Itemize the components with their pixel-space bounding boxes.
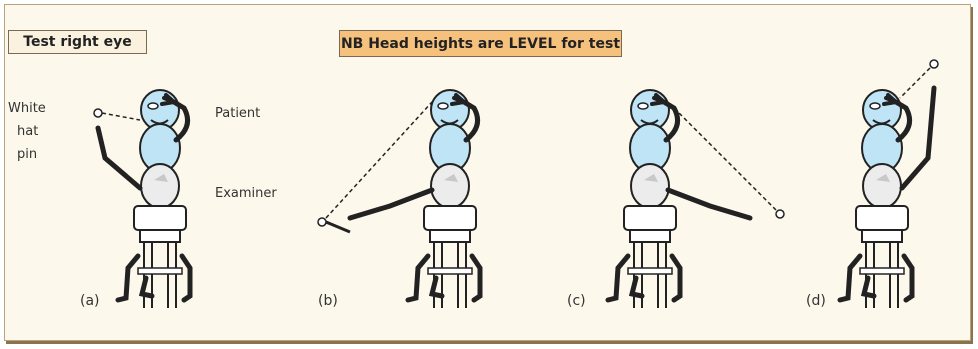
arm-b — [326, 222, 350, 232]
panel-a-figure — [98, 90, 190, 308]
panel-c-figure — [608, 90, 750, 308]
panel-label-b: (b) — [318, 293, 338, 309]
panel-label-a: (a) — [80, 293, 100, 309]
panel-label-d: (d) — [806, 293, 826, 309]
sightline-b — [326, 102, 432, 218]
sightline-a — [102, 113, 140, 120]
pin-d — [930, 60, 938, 68]
pin-a — [94, 109, 102, 117]
panel-b-figure — [350, 90, 480, 308]
sightline-c — [672, 106, 776, 210]
panel-d-figure — [840, 88, 934, 308]
pin-b — [318, 218, 326, 226]
pin-c — [776, 210, 784, 218]
panel-label-c: (c) — [567, 293, 586, 309]
sightline-d — [900, 68, 930, 98]
